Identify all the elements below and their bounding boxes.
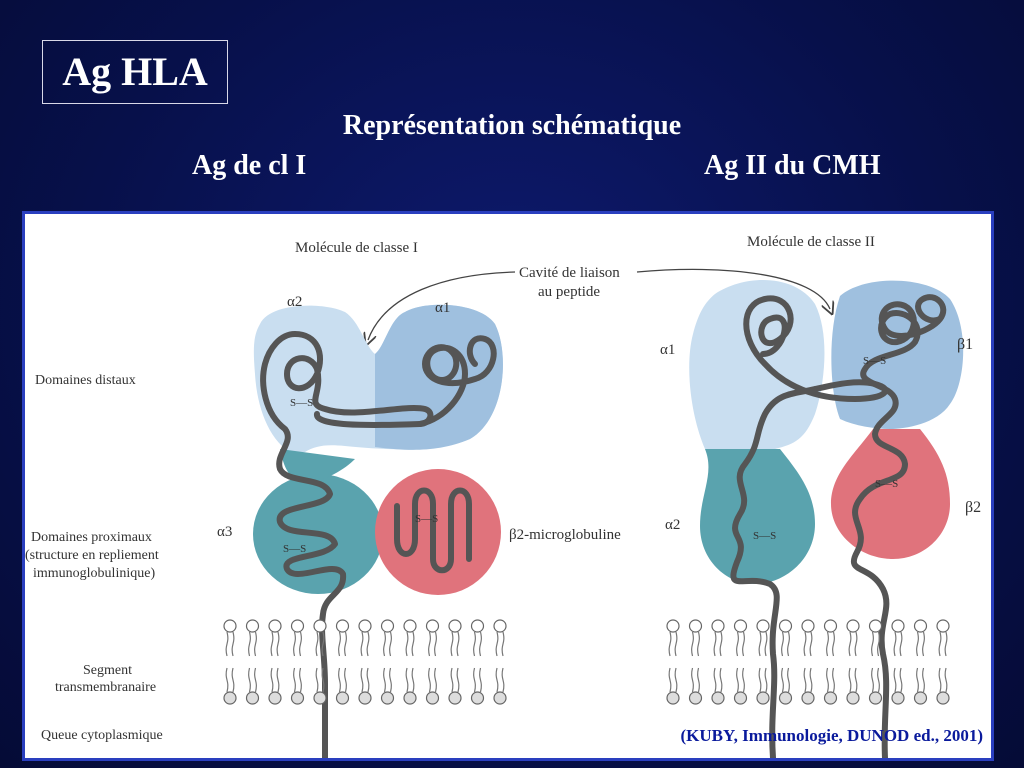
slide-title: Ag HLA	[42, 40, 228, 104]
row-proximal-label-2: (structure en repliement	[25, 548, 159, 563]
phospholipid	[380, 619, 395, 705]
phospholipid	[290, 619, 305, 705]
class2-ss-beta1: S—S	[863, 355, 886, 367]
phospholipid	[913, 619, 928, 705]
phospholipid	[846, 619, 860, 705]
row-tm-label-2: transmembranaire	[55, 680, 156, 695]
phospholipid	[756, 619, 770, 705]
row-proximal-label-3: immunoglobulinique)	[33, 566, 155, 581]
phospholipid	[666, 619, 680, 705]
phospholipid	[425, 619, 440, 705]
phospholipid	[358, 619, 372, 705]
class2-beta2-label: β2	[965, 499, 981, 516]
row-proximal-label-1: Domaines proximaux	[31, 530, 152, 545]
class2-alpha2-label: α2	[665, 517, 680, 533]
b2m-domain	[375, 469, 501, 595]
phospholipid	[403, 619, 417, 705]
class2-beta1-label: β1	[957, 336, 973, 353]
phospholipid	[688, 619, 703, 705]
phospholipid	[470, 619, 485, 705]
phospholipid	[778, 619, 793, 705]
mhc-diagram: Molécule de classe I Molécule de classe …	[25, 234, 981, 758]
b2m-label: β2-microglobuline	[509, 527, 621, 543]
phospholipid	[868, 619, 883, 705]
class2-chains	[730, 294, 947, 758]
phospholipid	[891, 619, 905, 705]
class2-membrane	[666, 619, 950, 705]
class2-alpha2-domain	[700, 449, 815, 584]
phospholipid	[823, 619, 838, 705]
class1-title: Molécule de classe I	[295, 240, 418, 256]
cavity-arrow-left	[368, 271, 516, 340]
slide-subtitle: Représentation schématique	[342, 110, 682, 141]
phospholipid	[733, 619, 748, 705]
phospholipid	[223, 619, 237, 705]
class2-title: Molécule de classe II	[747, 234, 875, 250]
cavity-arrow-right	[636, 268, 830, 309]
class1-alpha2-label: α2	[287, 294, 302, 310]
phospholipid	[801, 619, 815, 705]
class2-ss-alpha2: S—S	[753, 530, 776, 542]
class1-alpha1-label: α1	[435, 300, 450, 316]
class1-membrane	[223, 619, 507, 705]
row-cyto-label: Queue cytoplasmique	[41, 728, 163, 743]
phospholipid	[711, 619, 725, 705]
class1-ss-distal: S—S	[290, 397, 313, 409]
class2-alpha1-label: α1	[660, 342, 675, 358]
phospholipid	[245, 619, 260, 705]
cavity-label-1: Cavité de liaison	[519, 265, 620, 281]
phospholipid	[268, 619, 282, 705]
b2m-ss: S—S	[415, 513, 438, 525]
row-distal-label: Domaines distaux	[35, 373, 136, 388]
phospholipid	[335, 619, 350, 705]
citation: (KUBY, Immunologie, DUNOD ed., 2001)	[680, 726, 983, 745]
row-tm-label-1: Segment	[83, 663, 132, 678]
class2-ss-beta2: S—S	[875, 478, 898, 490]
phospholipid	[936, 619, 950, 705]
cavity-label-2: au peptide	[538, 284, 600, 300]
figure-panel: Molécule de classe I Molécule de classe …	[22, 211, 994, 761]
class1-neck	[280, 449, 355, 482]
class1-heading: Ag de cl I	[192, 150, 307, 181]
phospholipid	[313, 619, 327, 705]
class1-alpha3-label: α3	[217, 524, 232, 540]
class2-heading: Ag II du CMH	[704, 150, 881, 181]
class1-chain	[260, 331, 497, 758]
phospholipid	[493, 619, 507, 705]
class1-ss-proximal: S—S	[283, 543, 306, 555]
phospholipid	[448, 619, 462, 705]
